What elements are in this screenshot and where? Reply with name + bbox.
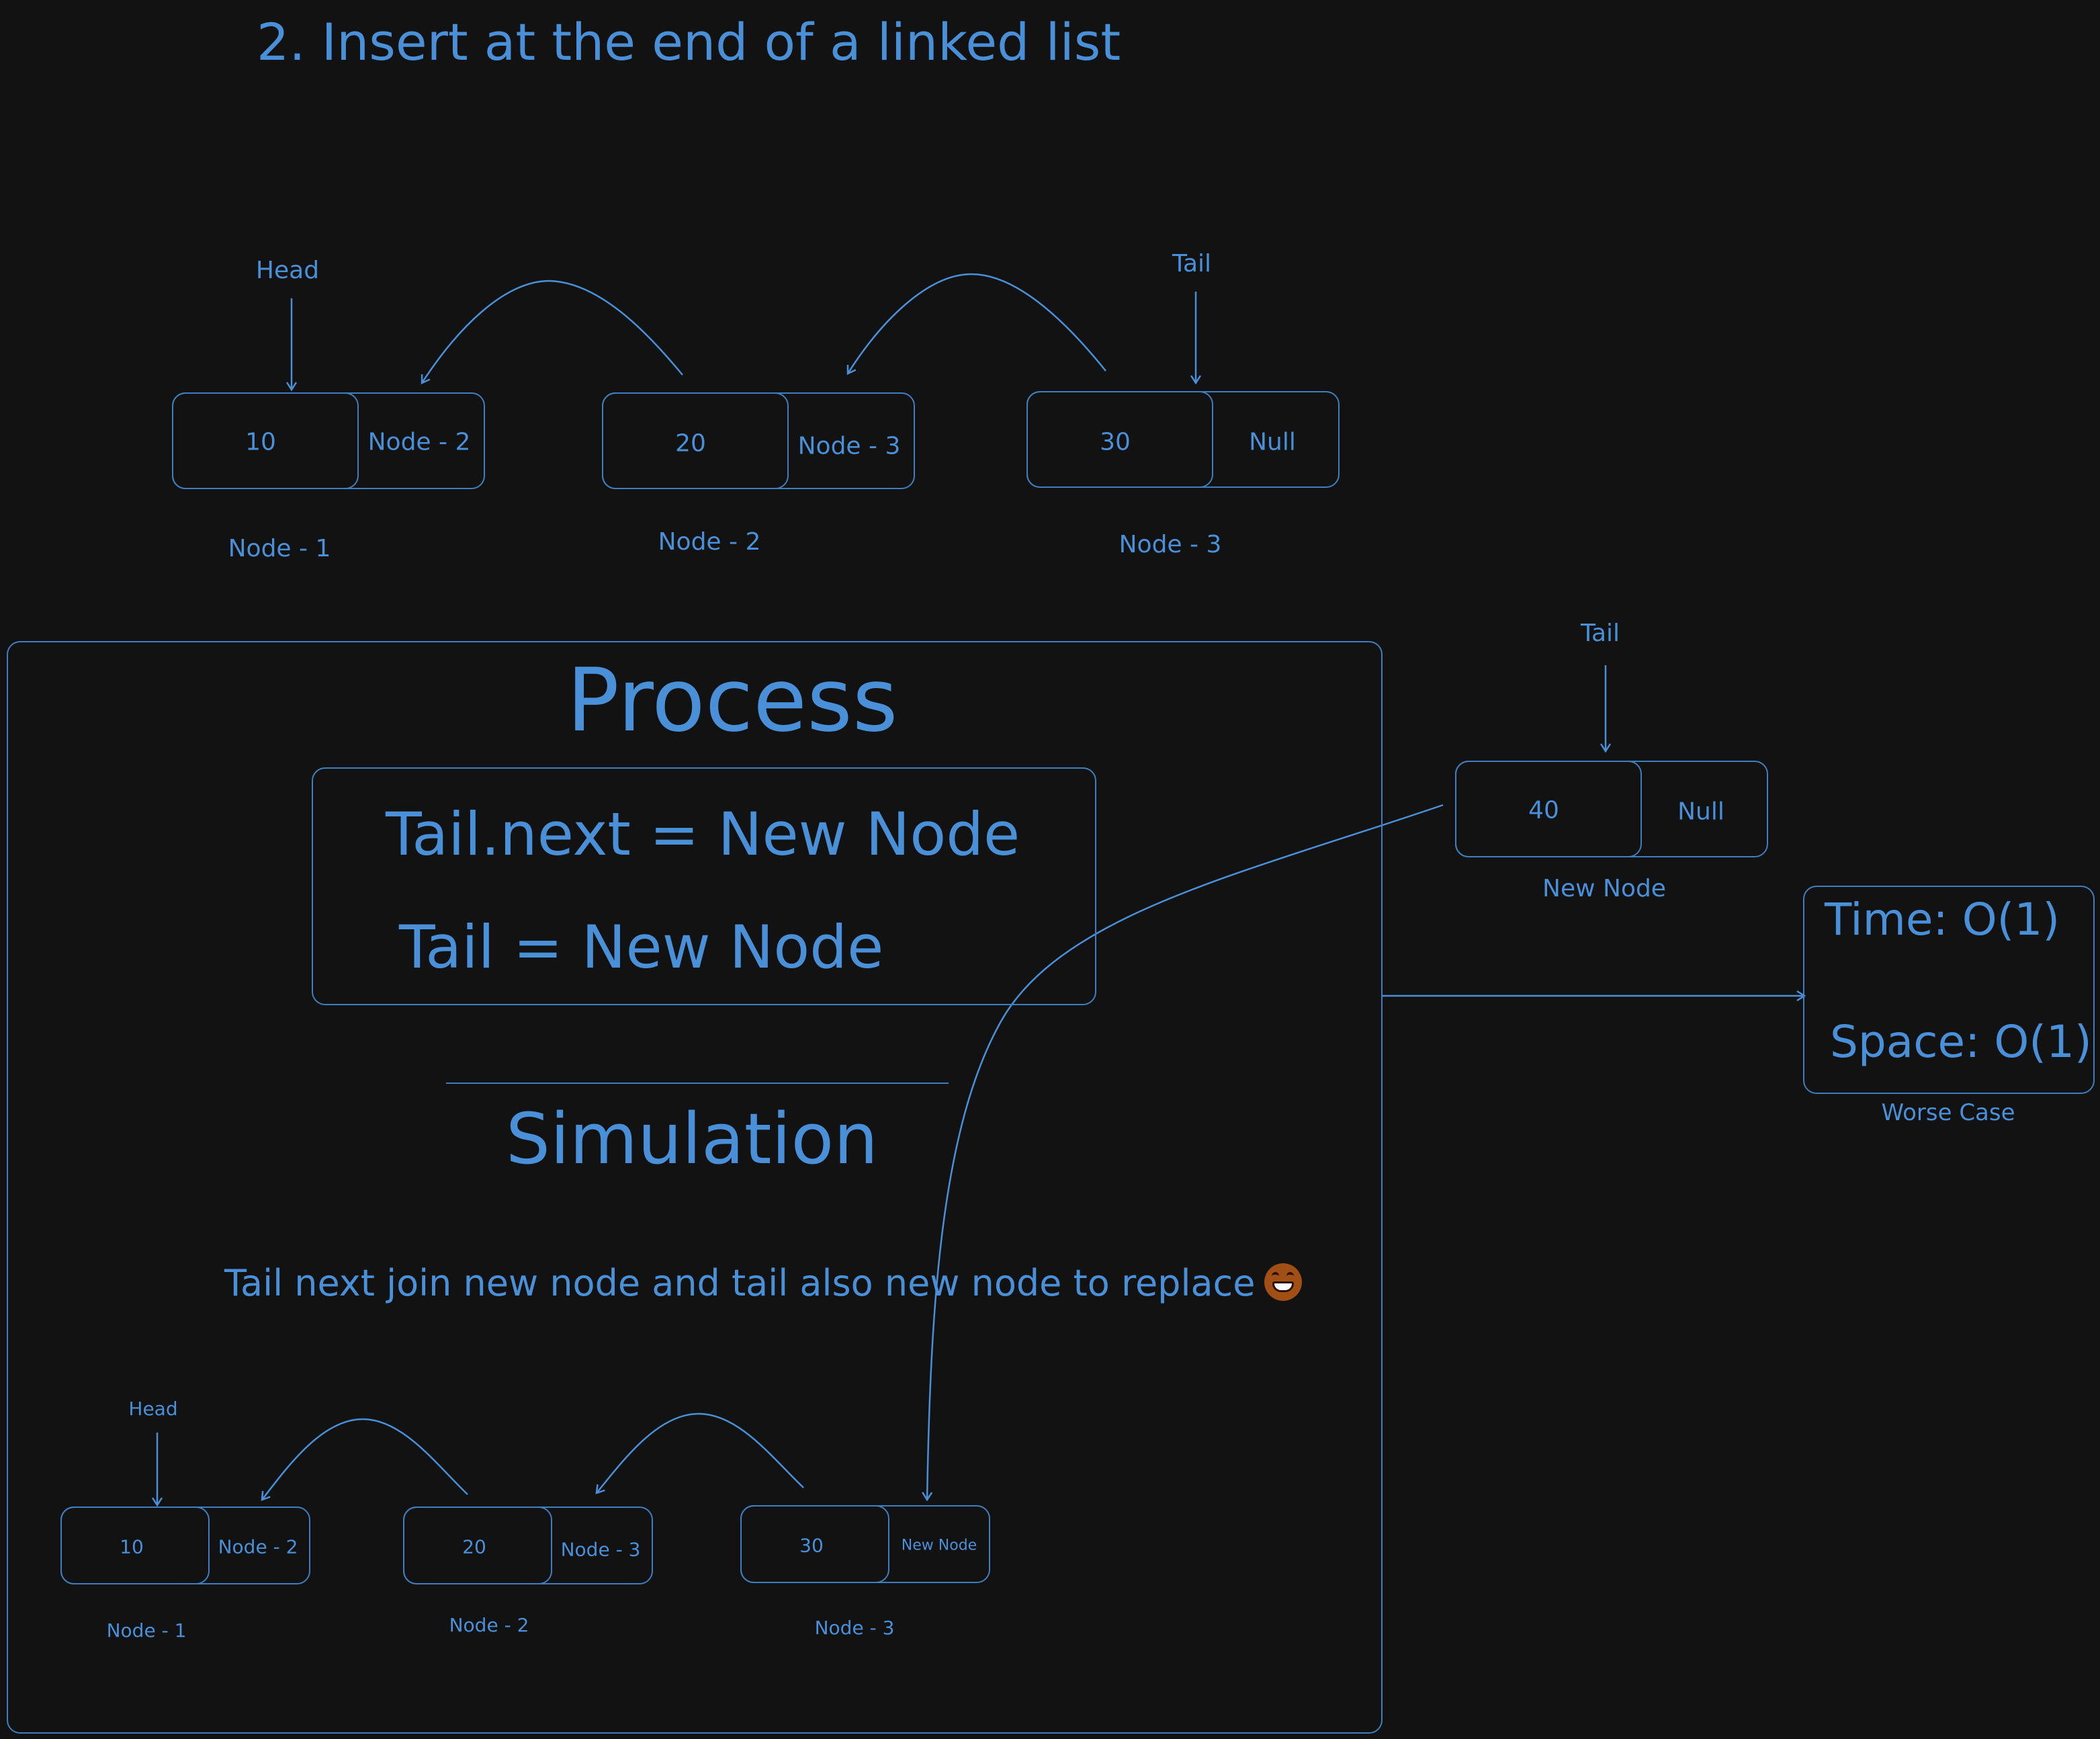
new-node-caption: New Node bbox=[1542, 875, 1666, 902]
node-3-next: Null bbox=[1249, 428, 1296, 456]
grinning-face-icon bbox=[1264, 1263, 1303, 1301]
node-1-next: Node - 2 bbox=[367, 428, 471, 456]
simulation-heading: Simulation bbox=[506, 1098, 878, 1180]
sim-node-3-caption: Node - 3 bbox=[814, 1617, 895, 1639]
complexity-caption: Worse Case bbox=[1881, 1099, 2015, 1126]
link-arrow-node2-node1 bbox=[422, 280, 683, 383]
sim-node-1-value: 10 bbox=[120, 1535, 144, 1558]
node-3-caption: Node - 3 bbox=[1119, 531, 1222, 558]
sim-head-label: Head bbox=[128, 1398, 178, 1420]
complexity-box bbox=[1803, 886, 2095, 1094]
node-3-box: 30 Null bbox=[1026, 391, 1340, 488]
sim-node-1-next: Node - 2 bbox=[218, 1535, 298, 1558]
sim-node-2-value: 20 bbox=[462, 1535, 486, 1558]
process-step-1: Tail.next = New Node bbox=[386, 800, 1020, 869]
link-arrow-node3-node2 bbox=[848, 273, 1106, 374]
new-node-box: 40 Null bbox=[1455, 761, 1768, 857]
sim-node-2-box: 20 Node - 3 bbox=[403, 1507, 653, 1584]
node-2-value: 20 bbox=[675, 429, 706, 458]
node-1-value: 10 bbox=[245, 428, 276, 456]
new-node-next: Null bbox=[1677, 798, 1724, 826]
node-2-box: 20 Node - 3 bbox=[602, 392, 915, 489]
process-description-text: Tail next join new node and tail also ne… bbox=[224, 1262, 1256, 1304]
process-description: Tail next join new node and tail also ne… bbox=[224, 1262, 1303, 1304]
tail-label: Tail bbox=[1172, 250, 1212, 278]
sim-node-3-value: 30 bbox=[799, 1534, 824, 1557]
process-step-2: Tail = New Node bbox=[399, 913, 884, 982]
sim-node-2-caption: Node - 2 bbox=[449, 1614, 529, 1636]
sim-link-arrow-node3-node2 bbox=[597, 1412, 804, 1493]
page-title: 2. Insert at the end of a linked list bbox=[257, 12, 1121, 72]
head-label: Head bbox=[255, 257, 320, 284]
process-heading: Process bbox=[566, 649, 898, 751]
process-steps-box bbox=[312, 767, 1096, 1005]
node-2-next: Node - 3 bbox=[797, 432, 901, 460]
new-node-link-arrow bbox=[927, 804, 1444, 1500]
process-panel bbox=[7, 641, 1383, 1734]
node-1-caption: Node - 1 bbox=[228, 535, 331, 562]
time-complexity: Time: O(1) bbox=[1825, 894, 2060, 945]
new-node-tail-label: Tail bbox=[1580, 620, 1620, 647]
new-node-value: 40 bbox=[1528, 796, 1559, 824]
space-complexity: Space: O(1) bbox=[1830, 1016, 2092, 1068]
sim-node-3-next: New Node bbox=[901, 1537, 977, 1554]
node-3-value: 30 bbox=[1100, 428, 1131, 456]
sim-link-arrow-node2-node1 bbox=[262, 1418, 468, 1500]
node-1-box: 10 Node - 2 bbox=[172, 392, 485, 489]
node-2-caption: Node - 2 bbox=[658, 528, 761, 556]
sim-node-1-box: 10 Node - 2 bbox=[60, 1507, 310, 1584]
sim-node-3-box: 30 New Node bbox=[740, 1505, 990, 1583]
sim-node-1-caption: Node - 1 bbox=[106, 1619, 187, 1642]
sim-node-2-next: Node - 3 bbox=[560, 1538, 641, 1561]
